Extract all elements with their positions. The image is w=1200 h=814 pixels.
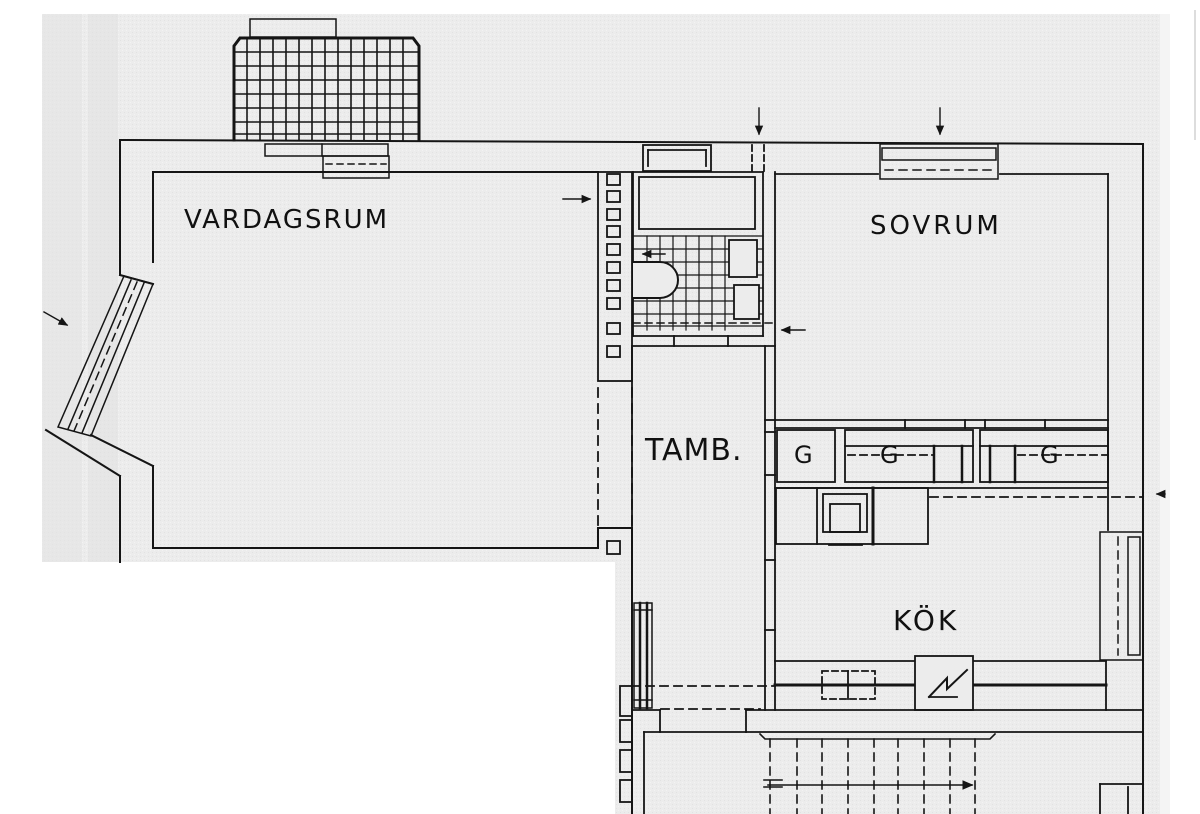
room-label-tamb: TAMB. [645,433,743,468]
balcony-door-window [264,143,390,179]
toilet-icon [632,261,679,299]
room-label-kok: KÖK [893,604,960,637]
direction-arrows [43,107,1166,499]
wardrobes [774,419,1109,489]
bathroom [632,144,776,421]
kitchen-window [1099,531,1144,661]
room-label-sovrum: SOVRUM [870,211,1002,241]
electrical-panel-icon [914,655,974,711]
bedroom-window [879,143,999,180]
bathtub-icon [638,176,756,230]
bathroom-bottom-wall [632,335,776,347]
bay-window [56,275,155,437]
balcony-grid-icon [232,18,421,142]
sink-icon [728,239,760,320]
paper-background [42,10,1196,814]
room-label-vardagsrum: VARDAGSRUM [184,205,390,235]
closet-label-g1: G [794,441,815,469]
staircase-icon [758,732,997,814]
closet-label-g3: G [1040,441,1061,469]
landing-walls [619,685,1144,814]
closet-label-g2: G [880,441,901,469]
ventilation-shaft [597,171,633,555]
hall-window [633,601,653,710]
stove-icon [775,486,1144,546]
